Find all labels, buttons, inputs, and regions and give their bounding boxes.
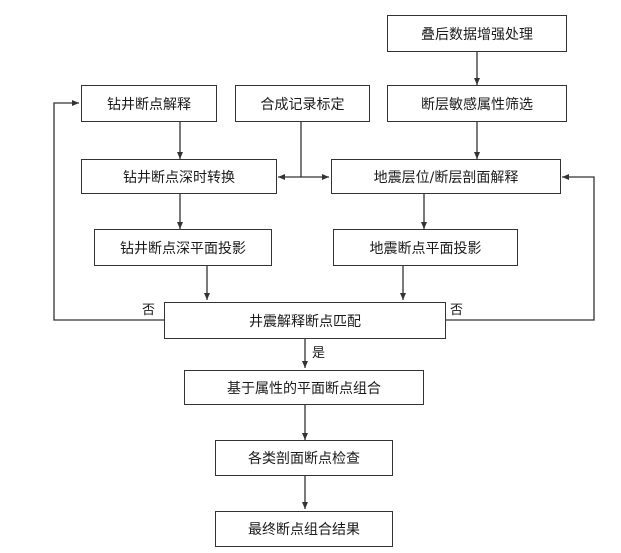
label-no-right: 否 [450, 303, 464, 318]
node-well-breakpoint-plane-projection: 钻井断点深平面投影 [94, 229, 272, 266]
loop-left-no [53, 100, 164, 321]
node-attribute-based-plane-breakpoint-combination: 基于属性的平面断点组合 [184, 370, 424, 405]
node-synthetic-record-calibration: 合成记录标定 [235, 85, 370, 122]
loop-right-no [446, 174, 595, 321]
node-seismic-breakpoint-plane-projection: 地震断点平面投影 [333, 229, 518, 266]
node-well-depth-time-conversion: 钻井断点深时转换 [81, 159, 277, 194]
node-final-breakpoint-combination-result: 最终断点组合结果 [215, 511, 393, 547]
node-well-seismic-breakpoint-matching: 井震解释断点匹配 [164, 302, 446, 339]
node-seismic-horizon-fault-interpretation: 地震层位/断层剖面解释 [331, 159, 561, 194]
label-yes: 是 [312, 346, 326, 361]
node-fault-sensitive-attribute-screening: 断层敏感属性筛选 [387, 85, 567, 122]
node-stack-data-enhancement: 叠后数据增强处理 [387, 15, 567, 52]
node-well-breakpoint-interpretation: 钻井断点解释 [81, 85, 217, 122]
label-no-left: 否 [142, 303, 156, 318]
node-section-breakpoint-check: 各类剖面断点检查 [215, 440, 393, 476]
